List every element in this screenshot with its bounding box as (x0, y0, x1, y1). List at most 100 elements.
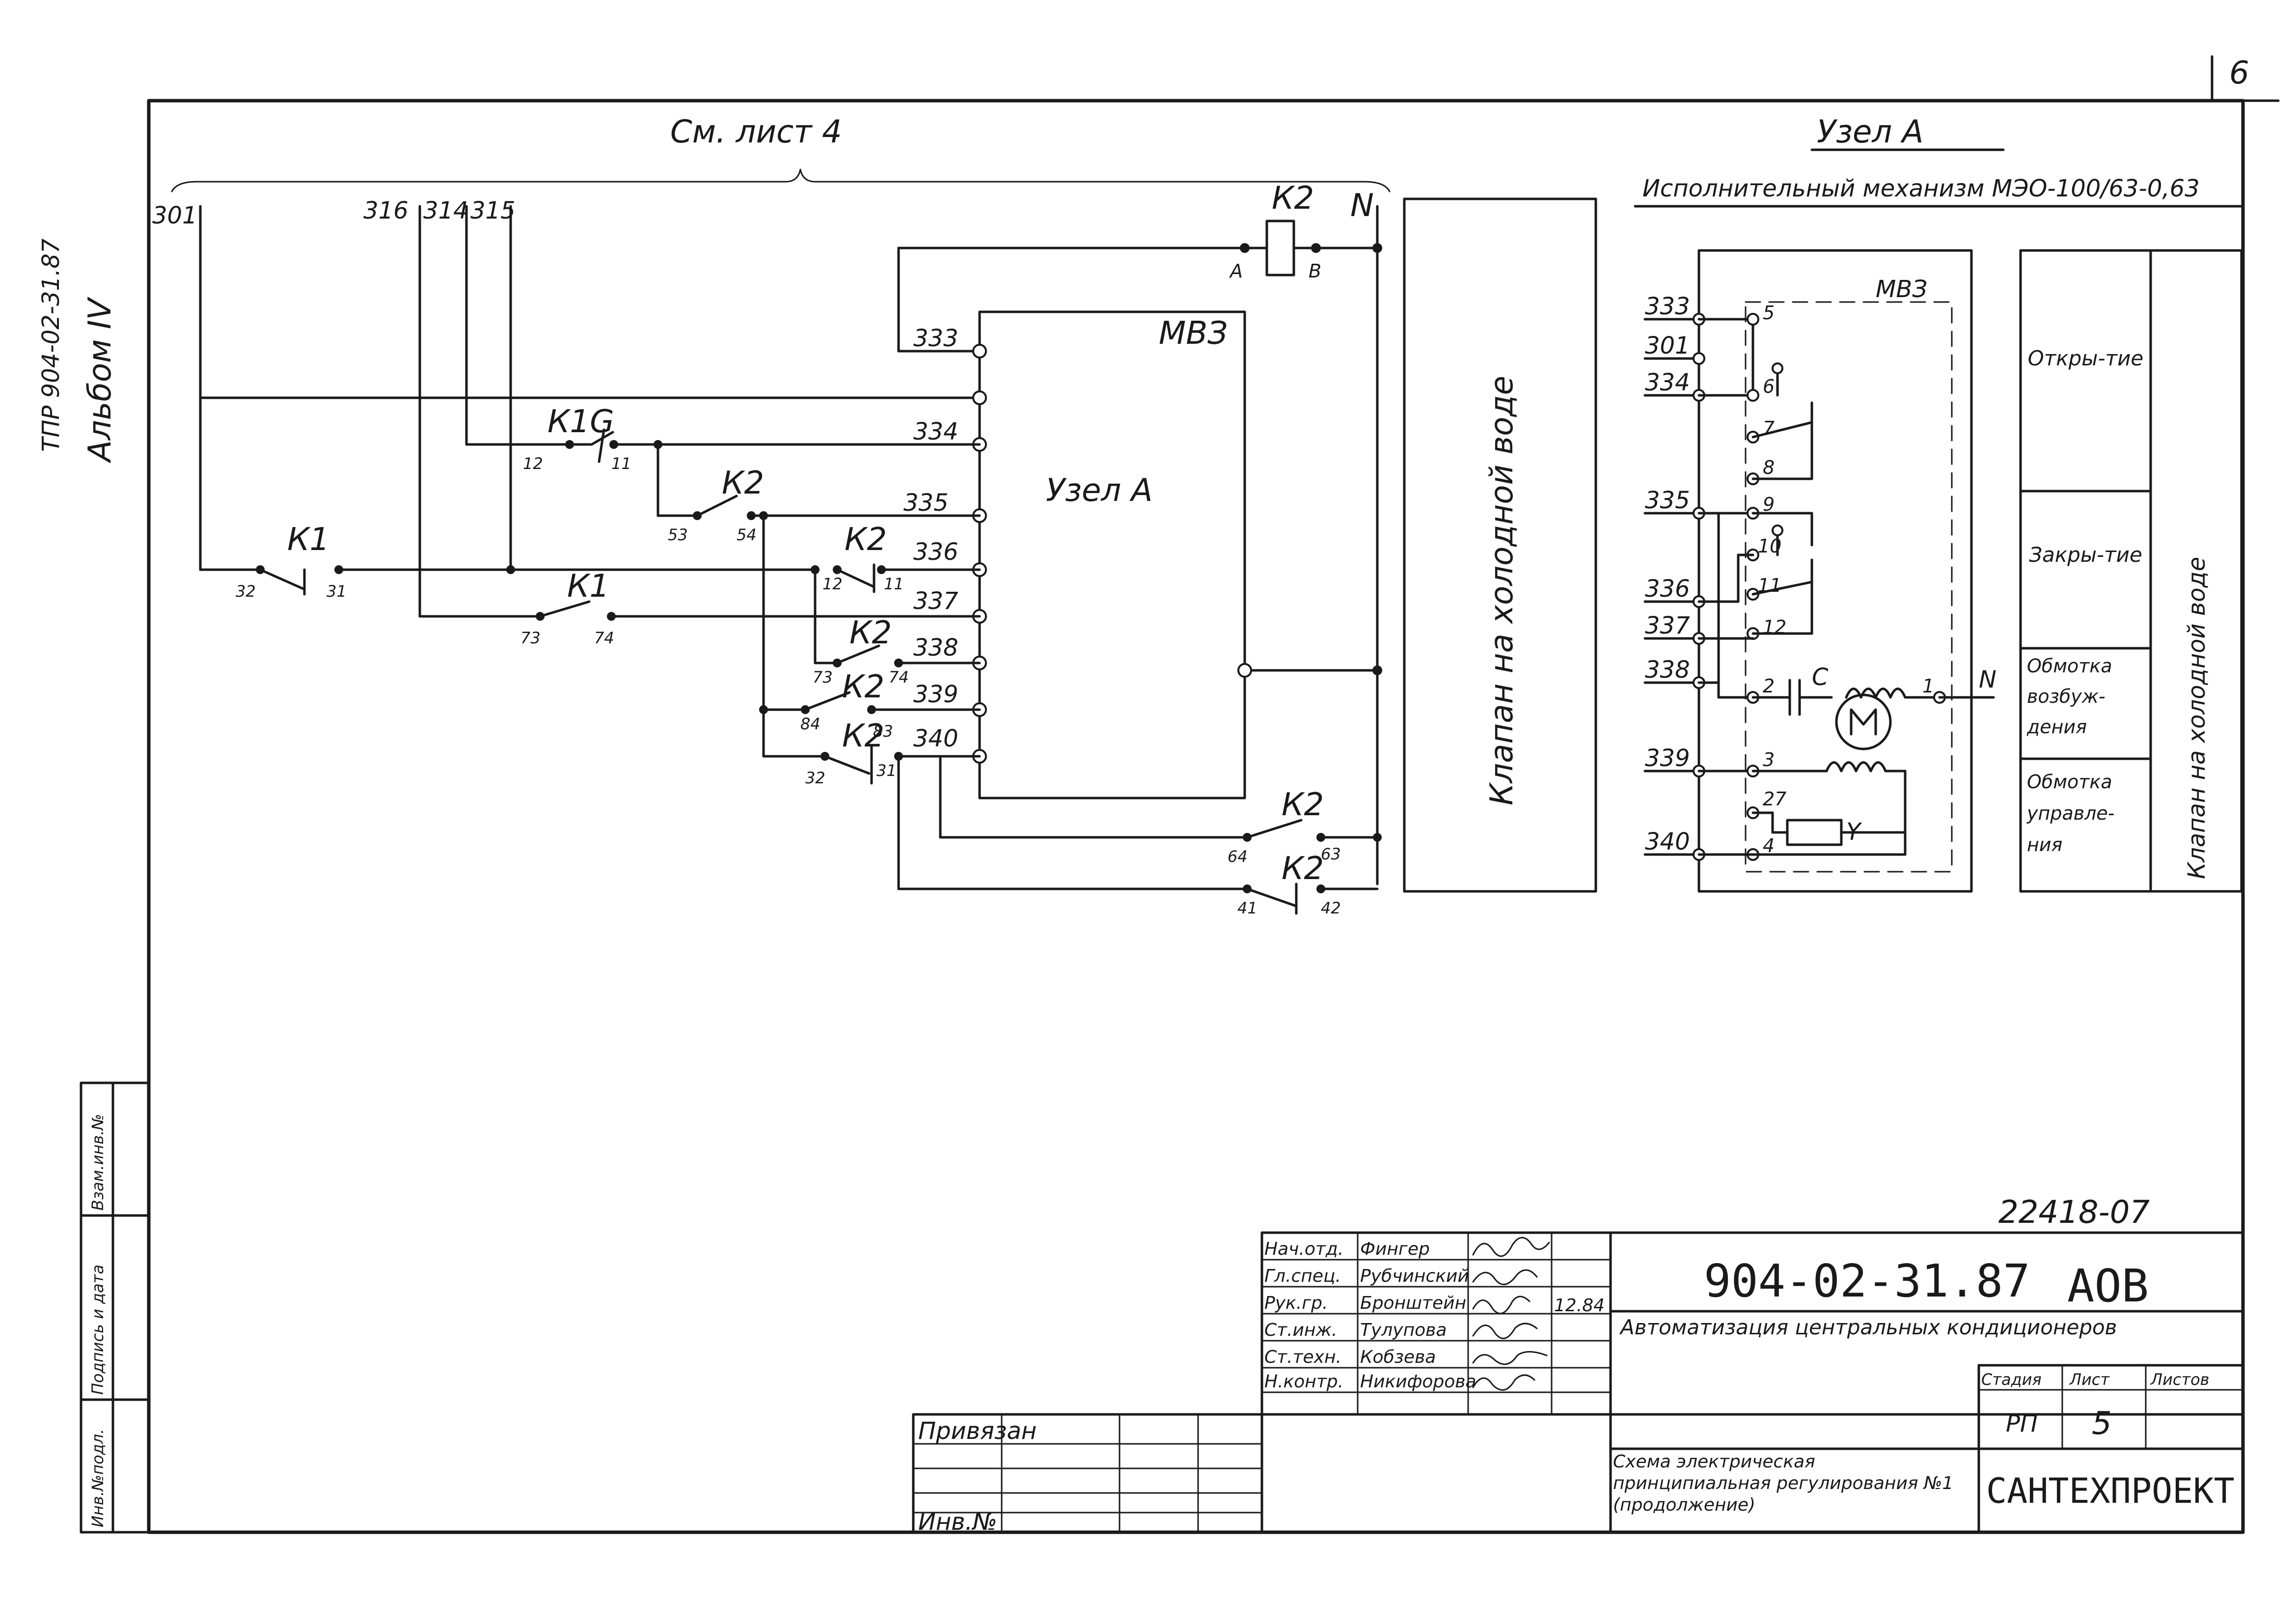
k2-53-label: К2 (722, 465, 764, 501)
mvz-center-label: Узел А (1046, 472, 1152, 509)
role-4: Ст.техн. (1264, 1347, 1341, 1367)
legend-valve: Клапан на холодной воде (2183, 557, 2211, 879)
mech-node-11: 11 (1758, 575, 1781, 596)
term-338: 338 (913, 634, 958, 662)
title-block (912, 1231, 2244, 1534)
k1-74: 74 (594, 629, 614, 647)
k2-12-label: К2 (845, 522, 887, 558)
mech-term-335: 335 (1645, 487, 1690, 514)
coil-name: К2 (1272, 180, 1314, 217)
bus-314-label: 314 (423, 197, 468, 224)
legend-exc-cell: Обмотка возбуж-дения (2027, 655, 2112, 738)
k2-42: 42 (1321, 899, 1341, 917)
k2-64-label: К2 (1282, 787, 1324, 823)
mech-node-27: 27 (1763, 788, 1786, 810)
see-sheet-label: См. лист 4 (670, 114, 842, 150)
mech-node-10: 10 (1758, 535, 1781, 557)
mech-node-6: 6 (1763, 376, 1775, 397)
k2-84: 84 (800, 715, 820, 733)
bound-label: Привязан (918, 1417, 1037, 1445)
contact-k1-73-74 (536, 600, 981, 621)
mvz-name: МВЗ (1159, 315, 1228, 352)
bottom-contacts (897, 755, 1382, 915)
relay-coil-k2 (897, 205, 1382, 885)
mech-mvz: МВЗ (1876, 276, 1927, 303)
k1-32-label: К1 (287, 522, 329, 558)
coil-a: А (1229, 260, 1243, 282)
term-339: 339 (913, 681, 958, 708)
name-2: Бронштейн (1360, 1293, 1466, 1313)
sheets-head: Листов (2150, 1370, 2210, 1389)
sheet-head: Лист (2069, 1370, 2110, 1389)
k2-32: 32 (805, 769, 825, 787)
mech-term-334: 334 (1645, 369, 1690, 396)
stage-value: РП (2006, 1410, 2038, 1437)
stamp-number: 22418-07 (1998, 1194, 2150, 1231)
mvz-box (978, 310, 1382, 800)
strip-repl-label: Взам.инв.№ (88, 1114, 107, 1211)
valve-label: Клапан на холодной воде (1484, 376, 1520, 805)
side-doc-label: ТПР 904-02-31.87 (37, 238, 65, 452)
doc-code: 904-02-31.87 (1704, 1255, 2030, 1307)
legend-close-cell: Закры-тие (2029, 543, 2142, 567)
bus-315-label: 315 (470, 197, 516, 224)
sheet-number: 6 (2229, 55, 2249, 91)
k2-63: 63 (1321, 845, 1341, 863)
term-334: 334 (913, 418, 958, 445)
k2-41: 41 (1237, 899, 1257, 917)
k2-41-label: К2 (1282, 851, 1324, 887)
k2-74: 74 (889, 668, 909, 687)
org-name: САНТЕХПРОЕКТ (1986, 1471, 2235, 1511)
legend-exc: Обмотка возбуж-дения (2027, 655, 2112, 738)
role-1: Гл.спец. (1264, 1266, 1341, 1286)
bus-lines (199, 205, 979, 618)
coil-n: N (1350, 188, 1374, 224)
project-cell: Автоматизация центральных кондиционеров (1620, 1316, 2117, 1339)
mech-term-333: 333 (1645, 293, 1690, 320)
drawing-frame (80, 55, 2280, 1534)
mech-term-301: 301 (1645, 332, 1690, 359)
k2-11: 11 (884, 575, 904, 593)
node-title: Узел А (1817, 114, 1923, 150)
legend-ctrl: Обмотка управле-ния (2027, 771, 2115, 856)
k1g-11: 11 (611, 454, 631, 473)
mech-node-2: 2 (1763, 675, 1775, 697)
name-0: Фингер (1360, 1239, 1430, 1259)
term-336: 336 (913, 538, 958, 566)
doc-mark: АОВ (2067, 1260, 2149, 1312)
name-5: Никифорова (1360, 1372, 1476, 1392)
term-337: 337 (913, 587, 958, 615)
mech-term-337: 337 (1645, 612, 1690, 639)
sheet-title: Схема электрическая принципиальная регул… (1613, 1452, 1954, 1515)
strip-inv-label: Инв.№подл. (88, 1429, 107, 1527)
name-1: Рубчинский (1360, 1266, 1469, 1286)
legend-open-cell: Откры-тие (2027, 346, 2144, 370)
mechanism-title: Исполнительный механизм МЭО-100/63-0,63 (1642, 175, 2200, 202)
project-title: Автоматизация центральных кондиционеров (1620, 1316, 2117, 1339)
mech-n: N (1979, 666, 1996, 693)
k1g-label: К1G (547, 404, 614, 440)
mech-cap: С (1812, 663, 1829, 691)
contact-k1-32-31 (256, 565, 817, 596)
legend-ctrl-cell: Обмотка управле-ния (2027, 771, 2115, 856)
valve-box (1403, 197, 1597, 893)
term-333: 333 (913, 325, 958, 352)
k1-31: 31 (327, 582, 347, 601)
bus-301-label: 301 (152, 202, 197, 229)
mech-node-4: 4 (1763, 835, 1775, 856)
k2-12: 12 (822, 575, 843, 593)
mech-node-3: 3 (1763, 749, 1775, 771)
mech-node-12: 12 (1763, 616, 1786, 638)
k2-84-label: К2 (842, 669, 884, 705)
legend-open: Откры-тие (2027, 346, 2144, 370)
role-3: Ст.инж. (1264, 1320, 1337, 1340)
contact-k2-53-54 (693, 495, 981, 711)
name-3: Тулупова (1360, 1320, 1447, 1340)
signatures (1472, 1237, 1550, 1391)
sheet-title-cell: Схема электрическая принципиальная регул… (1613, 1452, 1954, 1515)
role-2: Рук.гр. (1264, 1293, 1328, 1313)
k2-73: 73 (813, 668, 833, 687)
contact-k2-73-74 (814, 644, 981, 667)
mech-node-8: 8 (1763, 457, 1775, 478)
k2-73-label: К2 (849, 615, 892, 651)
